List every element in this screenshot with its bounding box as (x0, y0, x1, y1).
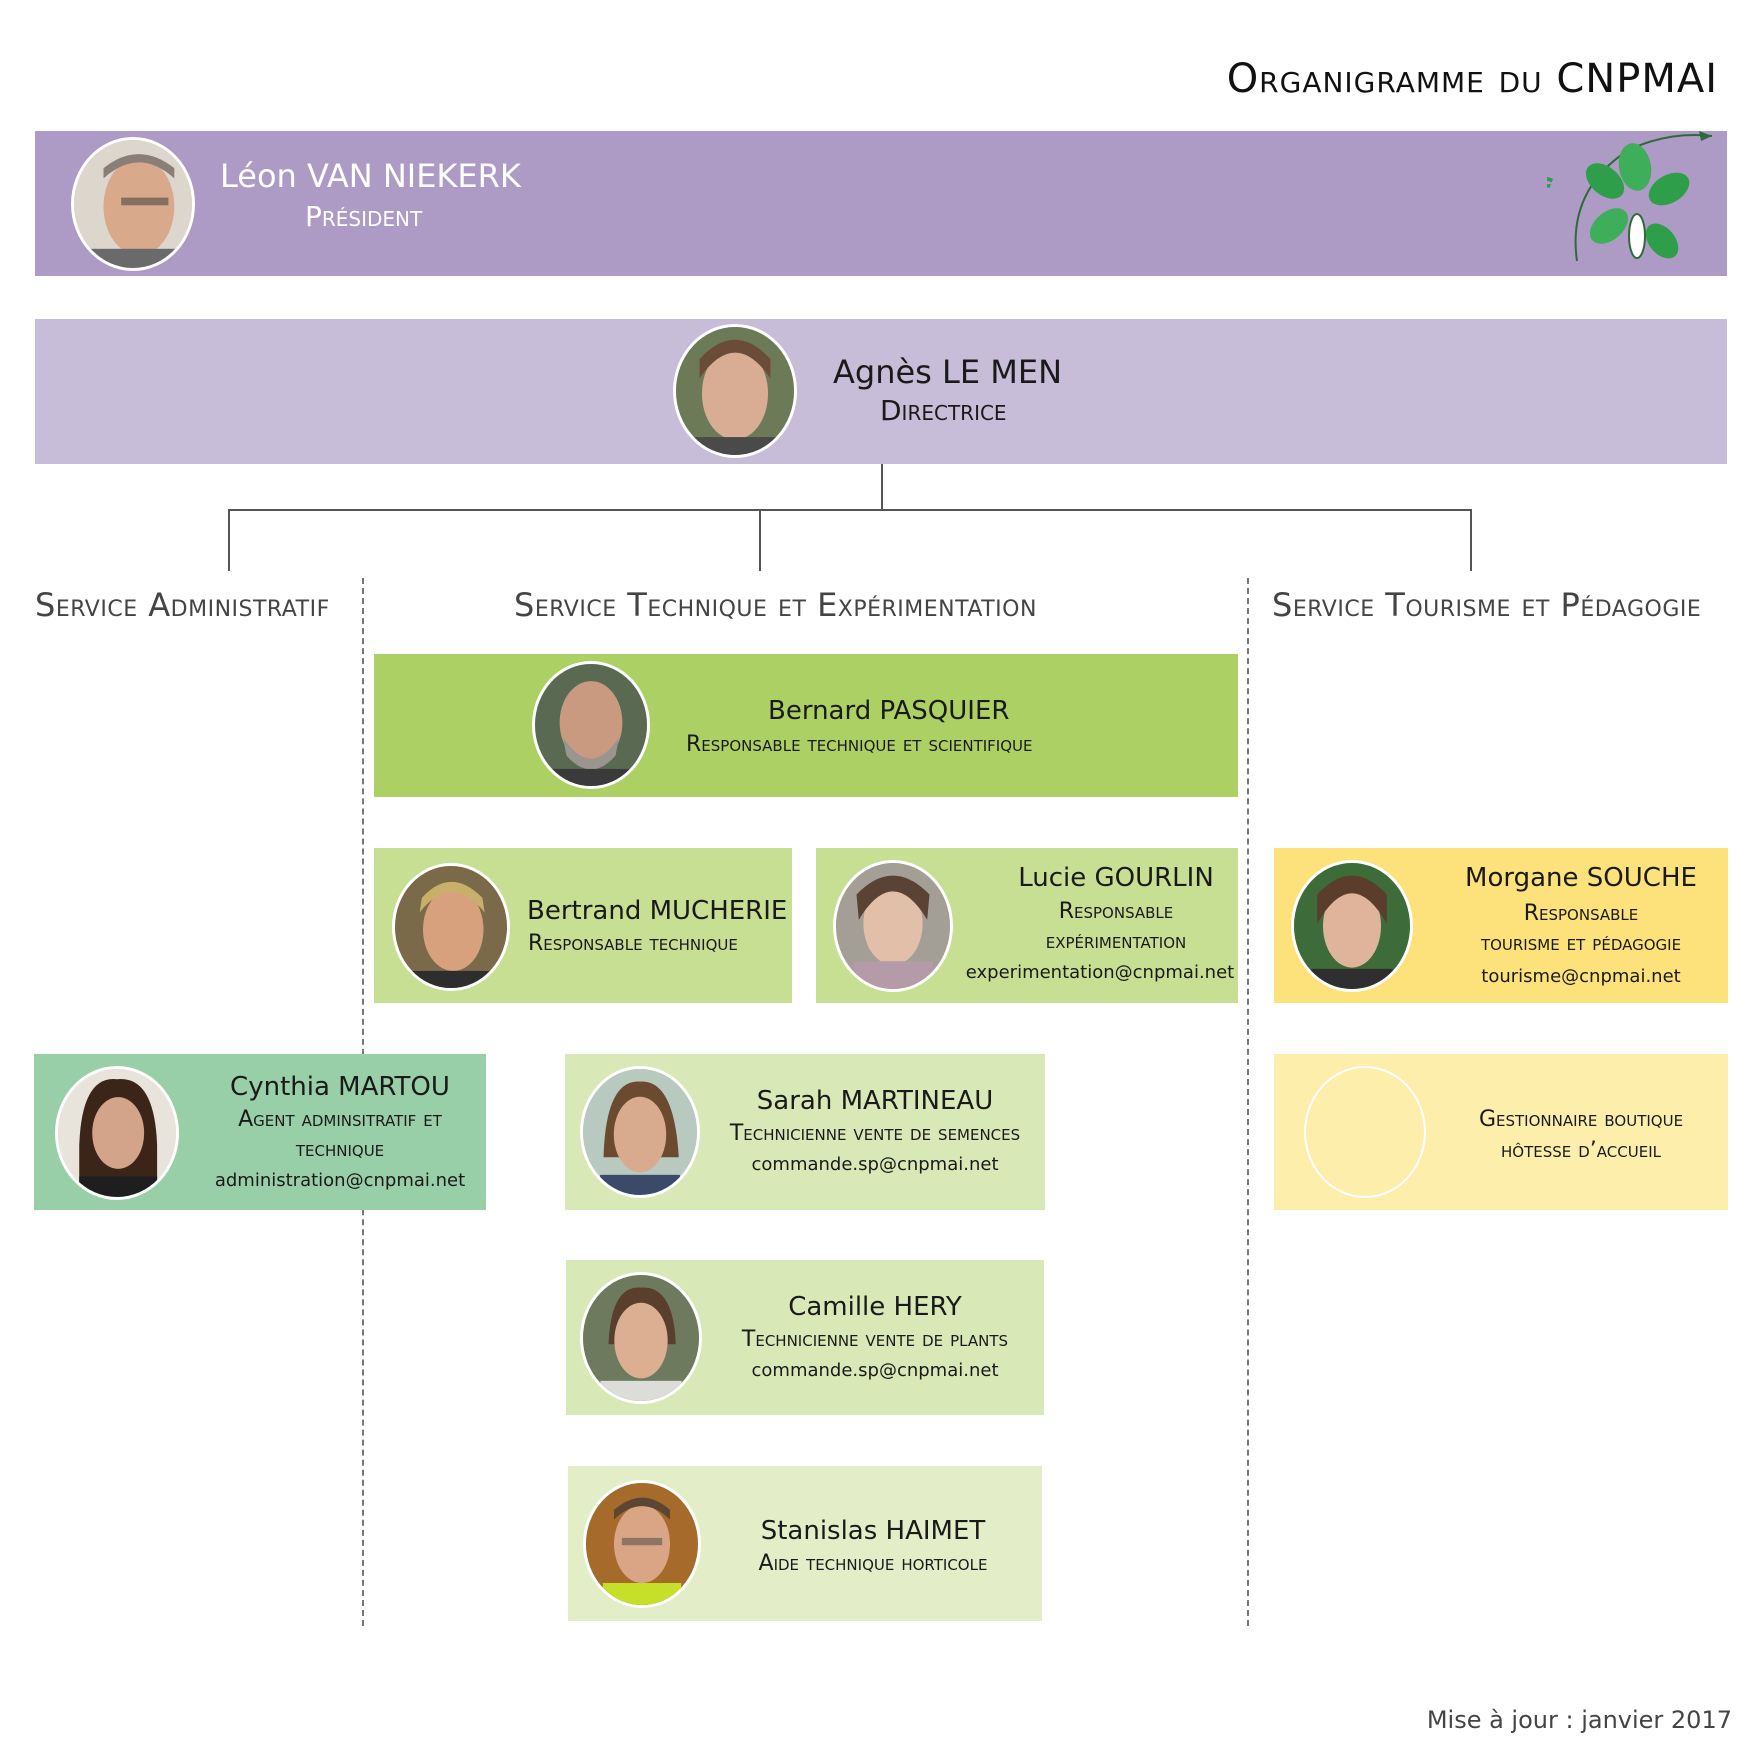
directrice-name: Agnès LE MEN (833, 353, 1062, 391)
column-divider-right (1247, 578, 1249, 1626)
cynthia-role-line1: Agent adminsitratif et (238, 1107, 442, 1132)
service-heading-admin: Service Administratif (35, 586, 330, 624)
president-avatar (71, 137, 195, 271)
bernard-role: Responsable technique et scientifique (686, 732, 1033, 757)
card-sarah-martineau: Sarah MARTINEAU Technicienne vente de se… (565, 1054, 1045, 1210)
page-title: Organigramme du CNPMAI (1226, 56, 1718, 102)
card-gestionnaire-boutique: Gestionnaire boutique hôtesse d’accueil (1274, 1054, 1728, 1210)
cynthia-role-line2: technique (295, 1137, 385, 1162)
connector-tech (759, 509, 761, 571)
lucie-name: Lucie GOURLIN (1018, 863, 1214, 893)
camille-name: Camille HERY (788, 1292, 962, 1322)
update-date: Mise à jour : janvier 2017 (1426, 1706, 1732, 1734)
camille-email[interactable]: commande.sp@cnpmai.net (751, 1360, 999, 1381)
leaf-logo-icon: CNPMAI (1505, 131, 1713, 263)
sarah-role: Technicienne vente de semences (729, 1121, 1021, 1146)
connector-tourisme (1470, 509, 1472, 571)
stanislas-avatar (583, 1480, 701, 1608)
cnpmai-logo: CNPMAI (1505, 131, 1719, 276)
vacant-role-line1: Gestionnaire boutique (1478, 1107, 1684, 1132)
morgane-role-line1: Responsable (1523, 901, 1639, 926)
cynthia-email[interactable]: administration@cnpmai.net (214, 1170, 466, 1191)
sarah-name: Sarah MARTINEAU (756, 1086, 994, 1116)
card-camille-hery: Camille HERY Technicienne vente de plant… (566, 1260, 1044, 1415)
camille-role: Technicienne vente de plants (741, 1327, 1009, 1352)
vacant-avatar-placeholder (1304, 1066, 1426, 1198)
bernard-avatar (532, 661, 650, 789)
morgane-role-line2: tourisme et pédagogie (1480, 931, 1682, 956)
connector-admin (228, 509, 230, 571)
card-bernard-pasquier: Bernard PASQUIER Responsable technique e… (374, 654, 1238, 797)
service-heading-tech: Service Technique et Expérimentation (514, 586, 1037, 624)
card-cynthia-martou: Cynthia MARTOU Agent adminsitratif et te… (34, 1054, 486, 1210)
president-name: Léon VAN NIEKERK (220, 157, 521, 195)
card-stanislas-haimet: Stanislas HAIMET Aide technique horticol… (568, 1466, 1042, 1621)
directrice-avatar (673, 324, 797, 458)
service-heading-tourisme: Service Tourisme et Pédagogie (1272, 586, 1702, 624)
lucie-avatar (833, 860, 953, 992)
bertrand-name: Bertrand MUCHERIE (527, 896, 788, 926)
connector-stem (881, 464, 883, 510)
directrice-band: Agnès LE MEN Directrice (35, 319, 1727, 464)
bernard-name: Bernard PASQUIER (768, 696, 1010, 726)
lucie-email[interactable]: experimentation@cnpmai.net (965, 962, 1235, 983)
lucie-role-line1: Responsable (1058, 899, 1174, 924)
stanislas-name: Stanislas HAIMET (760, 1516, 986, 1546)
card-lucie-gourlin: Lucie GOURLIN Responsable expérimentatio… (816, 848, 1238, 1003)
cynthia-name: Cynthia MARTOU (230, 1072, 450, 1102)
sarah-email[interactable]: commande.sp@cnpmai.net (751, 1154, 999, 1175)
svg-text:CNPMAI: CNPMAI (1547, 171, 1558, 263)
stanislas-role: Aide technique horticole (758, 1551, 988, 1576)
morgane-avatar (1291, 860, 1413, 992)
lucie-role-line2: expérimentation (1045, 929, 1187, 954)
president-role: Président (305, 200, 423, 233)
sarah-avatar (580, 1066, 700, 1198)
president-band: Léon VAN NIEKERK Président CNPMAI (35, 131, 1727, 276)
connector-horizontal (228, 509, 1472, 511)
bertrand-role: Responsable technique (528, 931, 738, 956)
directrice-role: Directrice (880, 394, 1007, 427)
camille-avatar (580, 1272, 702, 1404)
cynthia-avatar (55, 1066, 179, 1200)
card-morgane-souche: Morgane SOUCHE Responsable tourisme et p… (1274, 848, 1728, 1003)
morgane-name: Morgane SOUCHE (1465, 863, 1697, 893)
card-bertrand-mucherie: Bertrand MUCHERIE Responsable technique (374, 848, 792, 1003)
vacant-role-line2: hôtesse d’accueil (1501, 1138, 1661, 1163)
morgane-email[interactable]: tourisme@cnpmai.net (1481, 966, 1681, 987)
bertrand-avatar (392, 863, 510, 991)
